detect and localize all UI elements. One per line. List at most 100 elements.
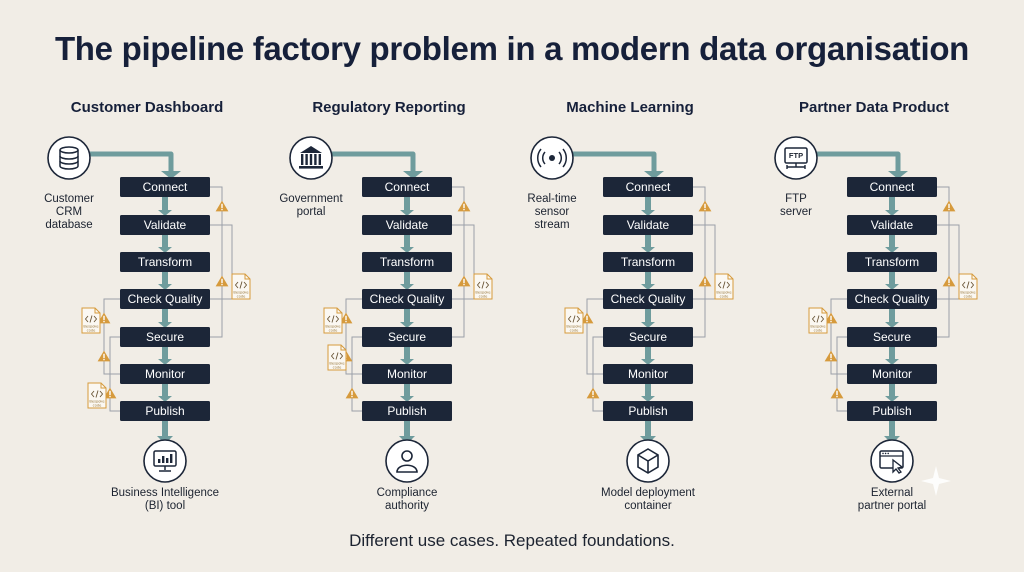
input-arrow (572, 151, 657, 173)
pipeline-1: Customer DashboardConnectValidateTransfo… (44, 99, 251, 512)
pipeline-step: Monitor (362, 364, 452, 384)
rework-loop (103, 298, 120, 375)
step-arrow (645, 272, 651, 285)
pipeline-step: Transform (847, 252, 937, 272)
pipeline-step: Connect (362, 177, 452, 197)
rework-loop (592, 336, 603, 412)
warning-icon (824, 350, 838, 362)
user-icon (385, 439, 429, 483)
step-box (120, 177, 210, 197)
warning-icon (215, 275, 229, 287)
rework-loop (351, 336, 362, 412)
step-label: Monitor (872, 367, 912, 381)
pipeline-step: Validate (847, 215, 937, 235)
destination-label: authority (385, 500, 429, 512)
step-box (603, 364, 693, 384)
pipeline-step: Connect (603, 177, 693, 197)
output-arrow (645, 421, 651, 437)
sensor-icon (530, 136, 574, 180)
pipeline-step: Validate (603, 215, 693, 235)
government-building-icon (289, 136, 333, 180)
doc-label: Bespoke (329, 362, 345, 366)
step-label: Transform (621, 255, 675, 269)
doc-label: code (237, 295, 246, 299)
step-label: Transform (865, 255, 919, 269)
step-label: Secure (388, 330, 426, 344)
destination-label: Business Intelligence (111, 487, 219, 499)
step-box (120, 289, 210, 309)
step-arrow-head (885, 359, 899, 365)
source-label: Customer (44, 193, 94, 205)
doc-label: code (329, 329, 338, 333)
step-arrow (889, 309, 895, 323)
step-box (603, 289, 693, 309)
source-label: Government (279, 193, 343, 205)
step-arrow (162, 272, 168, 285)
input-arrow (816, 151, 901, 173)
source-label: sensor (535, 206, 570, 218)
destination-label: (BI) tool (145, 500, 185, 512)
flow-arrows (816, 151, 908, 444)
step-label: Publish (145, 404, 184, 418)
browser-cursor-icon (870, 439, 914, 483)
pipeline-step: Monitor (603, 364, 693, 384)
source-label: CRM (56, 206, 82, 218)
step-arrow-head (158, 247, 172, 253)
rework-loop (693, 224, 716, 300)
rework-loops (830, 186, 960, 412)
pipeline-step: Validate (120, 215, 210, 235)
rework-loop (830, 298, 847, 375)
doc-label: Bespoke (83, 325, 99, 329)
step-label: Check Quality (855, 292, 930, 306)
step-label: Secure (629, 330, 667, 344)
rework-loops (103, 186, 233, 412)
page-title: The pipeline factory problem in a modern… (54, 30, 970, 67)
rework-loop (836, 336, 847, 412)
step-arrow-head (400, 247, 414, 253)
step-arrow-head (641, 284, 655, 290)
rework-loop (693, 186, 706, 338)
source-label: database (45, 219, 92, 231)
step-arrow-head (158, 359, 172, 365)
step-label: Validate (386, 218, 429, 232)
step-box (847, 401, 937, 421)
step-label: Monitor (387, 367, 427, 381)
step-arrow-head (400, 210, 414, 216)
step-arrow-head (641, 359, 655, 365)
input-arrow-head (644, 171, 664, 179)
pipeline-step: Check Quality (120, 289, 210, 309)
ftp-label: FTP (789, 151, 803, 160)
output-arrow (889, 421, 895, 437)
step-arrow-head (885, 247, 899, 253)
step-box (362, 289, 452, 309)
step-box (120, 215, 210, 235)
doc-label: code (814, 329, 823, 333)
step-arrow (645, 235, 651, 248)
step-arrow-head (400, 359, 414, 365)
rework-loop (452, 224, 475, 300)
warning-icon (698, 200, 712, 212)
input-arrow-head (403, 171, 423, 179)
pipeline-4: Partner Data ProductConnectValidateTrans… (774, 99, 978, 512)
pipeline-3: Machine LearningConnectValidateTransform… (527, 99, 734, 512)
step-arrow (162, 309, 168, 323)
step-arrow-head (885, 396, 899, 402)
step-label: Publish (387, 404, 426, 418)
flow-arrows (331, 151, 423, 444)
pipeline-step: Transform (362, 252, 452, 272)
step-box (847, 327, 937, 347)
rework-loop (345, 298, 362, 375)
step-arrow (889, 347, 895, 360)
pipeline-2: Regulatory ReportingConnectValidateTrans… (279, 99, 493, 512)
doc-label: Bespoke (233, 291, 249, 295)
step-arrow-head (885, 322, 899, 328)
doc-label: code (333, 366, 342, 370)
pipeline-step: Publish (362, 401, 452, 421)
